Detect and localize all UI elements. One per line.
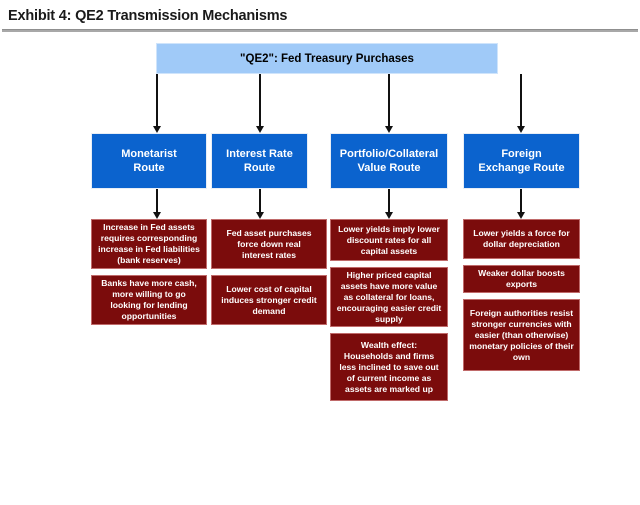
detail-text-line: assets are marked up xyxy=(345,383,433,394)
detail-text-line: Fed asset purchases xyxy=(226,227,312,238)
detail-text-line: Lower cost of capital xyxy=(226,283,312,294)
detail-text-line: less inclined to save out xyxy=(339,361,439,372)
detail-text-line: more willing to go xyxy=(112,289,186,299)
detail-text-line: as collateral for loans, xyxy=(343,291,435,302)
connector-route-to-detail-0 xyxy=(156,189,158,213)
root-node-qe2: "QE2": Fed Treasury Purchases xyxy=(156,43,498,74)
detail-text-line: demand xyxy=(252,305,286,316)
connector-root-to-route-2 xyxy=(388,74,390,127)
connector-route-to-detail-3-arrowhead xyxy=(517,212,525,219)
detail-text-line: looking for lending xyxy=(110,300,188,310)
detail-text-line: exports xyxy=(505,279,538,289)
connector-root-to-route-3-arrowhead xyxy=(517,126,525,133)
route-label-line: Interest Rate xyxy=(226,148,293,160)
connector-root-to-route-1-arrowhead xyxy=(256,126,264,133)
detail-text-line: discount rates for all xyxy=(346,234,432,245)
connector-root-to-route-1 xyxy=(259,74,261,127)
detail-text-line: stronger currencies with xyxy=(471,318,572,329)
detail-text-line: easier (than otherwise) xyxy=(474,329,569,340)
connector-root-to-route-0 xyxy=(156,74,158,127)
route-label-line: Route xyxy=(133,162,165,174)
detail-text-line: Increase in Fed assets xyxy=(103,222,195,232)
detail-text-line: capital assets xyxy=(360,245,418,256)
detail-text-line: Wealth effect: xyxy=(360,339,418,350)
route-label-line: Monetarist xyxy=(121,148,177,160)
route-label-line: Foreign xyxy=(501,148,542,160)
detail-text-line: dollar depreciation xyxy=(483,239,560,249)
connector-route-to-detail-2-arrowhead xyxy=(385,212,393,219)
detail-text-line: Lower yields imply lower xyxy=(338,223,440,234)
detail-text-line: monetary policies of their xyxy=(469,340,574,351)
route-label-line: Portfolio/Collateral xyxy=(339,148,439,160)
connector-route-to-detail-2 xyxy=(388,189,390,213)
connector-root-to-route-0-arrowhead xyxy=(153,126,161,133)
route-label-line: Value Route xyxy=(357,162,421,174)
detail-text-line: induces stronger credit xyxy=(221,294,317,305)
detail-text-line: Higher priced capital xyxy=(346,269,432,280)
connector-root-to-route-3 xyxy=(520,74,522,127)
detail-text-line: Lower yields a force for xyxy=(473,228,570,238)
detail-text-line: force down real xyxy=(237,238,301,249)
detail-text-line: Banks have more cash, xyxy=(101,278,197,288)
connector-route-to-detail-0-arrowhead xyxy=(153,212,161,219)
detail-text-line: Households and firms xyxy=(343,350,435,361)
detail-text-line: of current income as xyxy=(346,372,432,383)
detail-text-line: Foreign authorities resist xyxy=(469,307,574,318)
detail-text-line: Weaker dollar boosts xyxy=(478,268,565,278)
detail-text-line: assets have more value xyxy=(340,280,438,291)
connector-root-to-route-2-arrowhead xyxy=(385,126,393,133)
detail-text-line: requires corresponding xyxy=(100,233,198,243)
connector-route-to-detail-1-arrowhead xyxy=(256,212,264,219)
detail-text-line: own xyxy=(512,351,531,362)
route-label-line: Exchange Route xyxy=(478,162,565,174)
title-divider xyxy=(2,29,638,32)
detail-text-line: supply xyxy=(375,313,403,324)
detail-text-line: increase in Fed liabilities xyxy=(98,244,200,254)
detail-text-line: opportunities xyxy=(121,311,177,321)
detail-text-line: interest rates xyxy=(242,249,296,260)
route-label-line: Route xyxy=(243,162,276,174)
detail-text-line: (bank reserves) xyxy=(117,255,181,265)
connector-route-to-detail-3 xyxy=(520,189,522,213)
detail-text-line: encouraging easier credit xyxy=(336,302,442,313)
page-title: Exhibit 4: QE2 Transmission Mechanisms xyxy=(8,8,288,24)
connector-route-to-detail-1 xyxy=(259,189,261,213)
